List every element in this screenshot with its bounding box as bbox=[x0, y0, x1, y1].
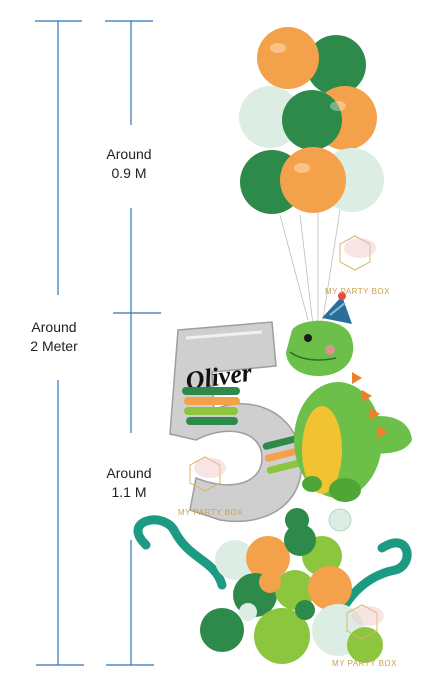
dinosaur-balloon bbox=[286, 292, 412, 502]
lower-height-label-line1: Around bbox=[106, 465, 152, 481]
upper-height-label: Around 0.9 M bbox=[98, 145, 160, 183]
dino-spikes bbox=[352, 372, 388, 438]
balloon-orange bbox=[308, 566, 352, 610]
balloon-mint bbox=[328, 508, 352, 532]
stripe bbox=[184, 397, 240, 405]
balloon-dark-green bbox=[200, 608, 244, 652]
watermark-logo-mark bbox=[189, 456, 221, 492]
foil-shine bbox=[185, 330, 263, 340]
dino-head bbox=[286, 320, 354, 376]
watermark-logo-mark bbox=[346, 604, 378, 640]
hat-pompom bbox=[338, 292, 346, 300]
balloon-dark-green bbox=[284, 524, 316, 556]
balloon-dark-green bbox=[282, 90, 342, 150]
dino-mouth bbox=[289, 351, 337, 361]
balloon-orange bbox=[246, 536, 290, 580]
string bbox=[279, 214, 309, 321]
watermark-text: MY PARTY BOX bbox=[332, 659, 397, 668]
teal-swirl-right bbox=[340, 538, 412, 610]
watermark-logos bbox=[189, 235, 378, 640]
balloon-dark-green bbox=[295, 600, 315, 620]
balloon-orange bbox=[259, 571, 281, 593]
total-height-label-line2: 2 Meter bbox=[30, 338, 78, 354]
balloon-mint bbox=[215, 540, 255, 580]
dino-leg bbox=[329, 478, 361, 502]
balloon-mint bbox=[239, 603, 257, 621]
lower-height-label: Around 1.1 M bbox=[98, 464, 160, 502]
teal-swirl-left bbox=[133, 515, 227, 590]
lower-height-label-line2: 1.1 M bbox=[111, 484, 147, 500]
dino-cheek bbox=[325, 345, 335, 355]
balloon-orange bbox=[257, 27, 319, 89]
balloon-highlight bbox=[330, 101, 346, 111]
total-height-label-line1: Around bbox=[31, 319, 77, 335]
dino-arm bbox=[302, 476, 322, 492]
balloon-dark-green bbox=[285, 508, 309, 532]
stripe bbox=[184, 407, 238, 415]
stripe bbox=[182, 387, 240, 395]
balloon-highlight bbox=[294, 163, 310, 173]
upper-height-label-line1: Around bbox=[106, 146, 152, 162]
hat-stripe bbox=[329, 302, 346, 316]
dino-belly bbox=[302, 406, 342, 494]
watermark-text: MY PARTY BOX bbox=[178, 508, 243, 517]
watermark-logo-mark bbox=[339, 235, 371, 271]
balloon-lime bbox=[347, 627, 383, 663]
balloon-highlight bbox=[270, 43, 286, 53]
watermark-splashes bbox=[194, 238, 384, 626]
balloon-strings bbox=[279, 209, 341, 326]
stripe bbox=[186, 417, 238, 425]
balloon-dark-green bbox=[306, 35, 366, 95]
string bbox=[321, 209, 341, 326]
top-balloon-cluster bbox=[239, 27, 384, 214]
bottom-balloon-cluster bbox=[133, 508, 412, 664]
balloon-lime bbox=[254, 608, 310, 664]
string bbox=[299, 214, 314, 326]
total-height-label: Around 2 Meter bbox=[22, 318, 86, 356]
dino-eye bbox=[304, 334, 312, 342]
dimension-lines bbox=[35, 20, 161, 666]
watermark-text: MY PARTY BOX bbox=[325, 287, 390, 296]
balloon-orange bbox=[280, 147, 346, 213]
upper-height-label-line2: 0.9 M bbox=[111, 165, 147, 181]
